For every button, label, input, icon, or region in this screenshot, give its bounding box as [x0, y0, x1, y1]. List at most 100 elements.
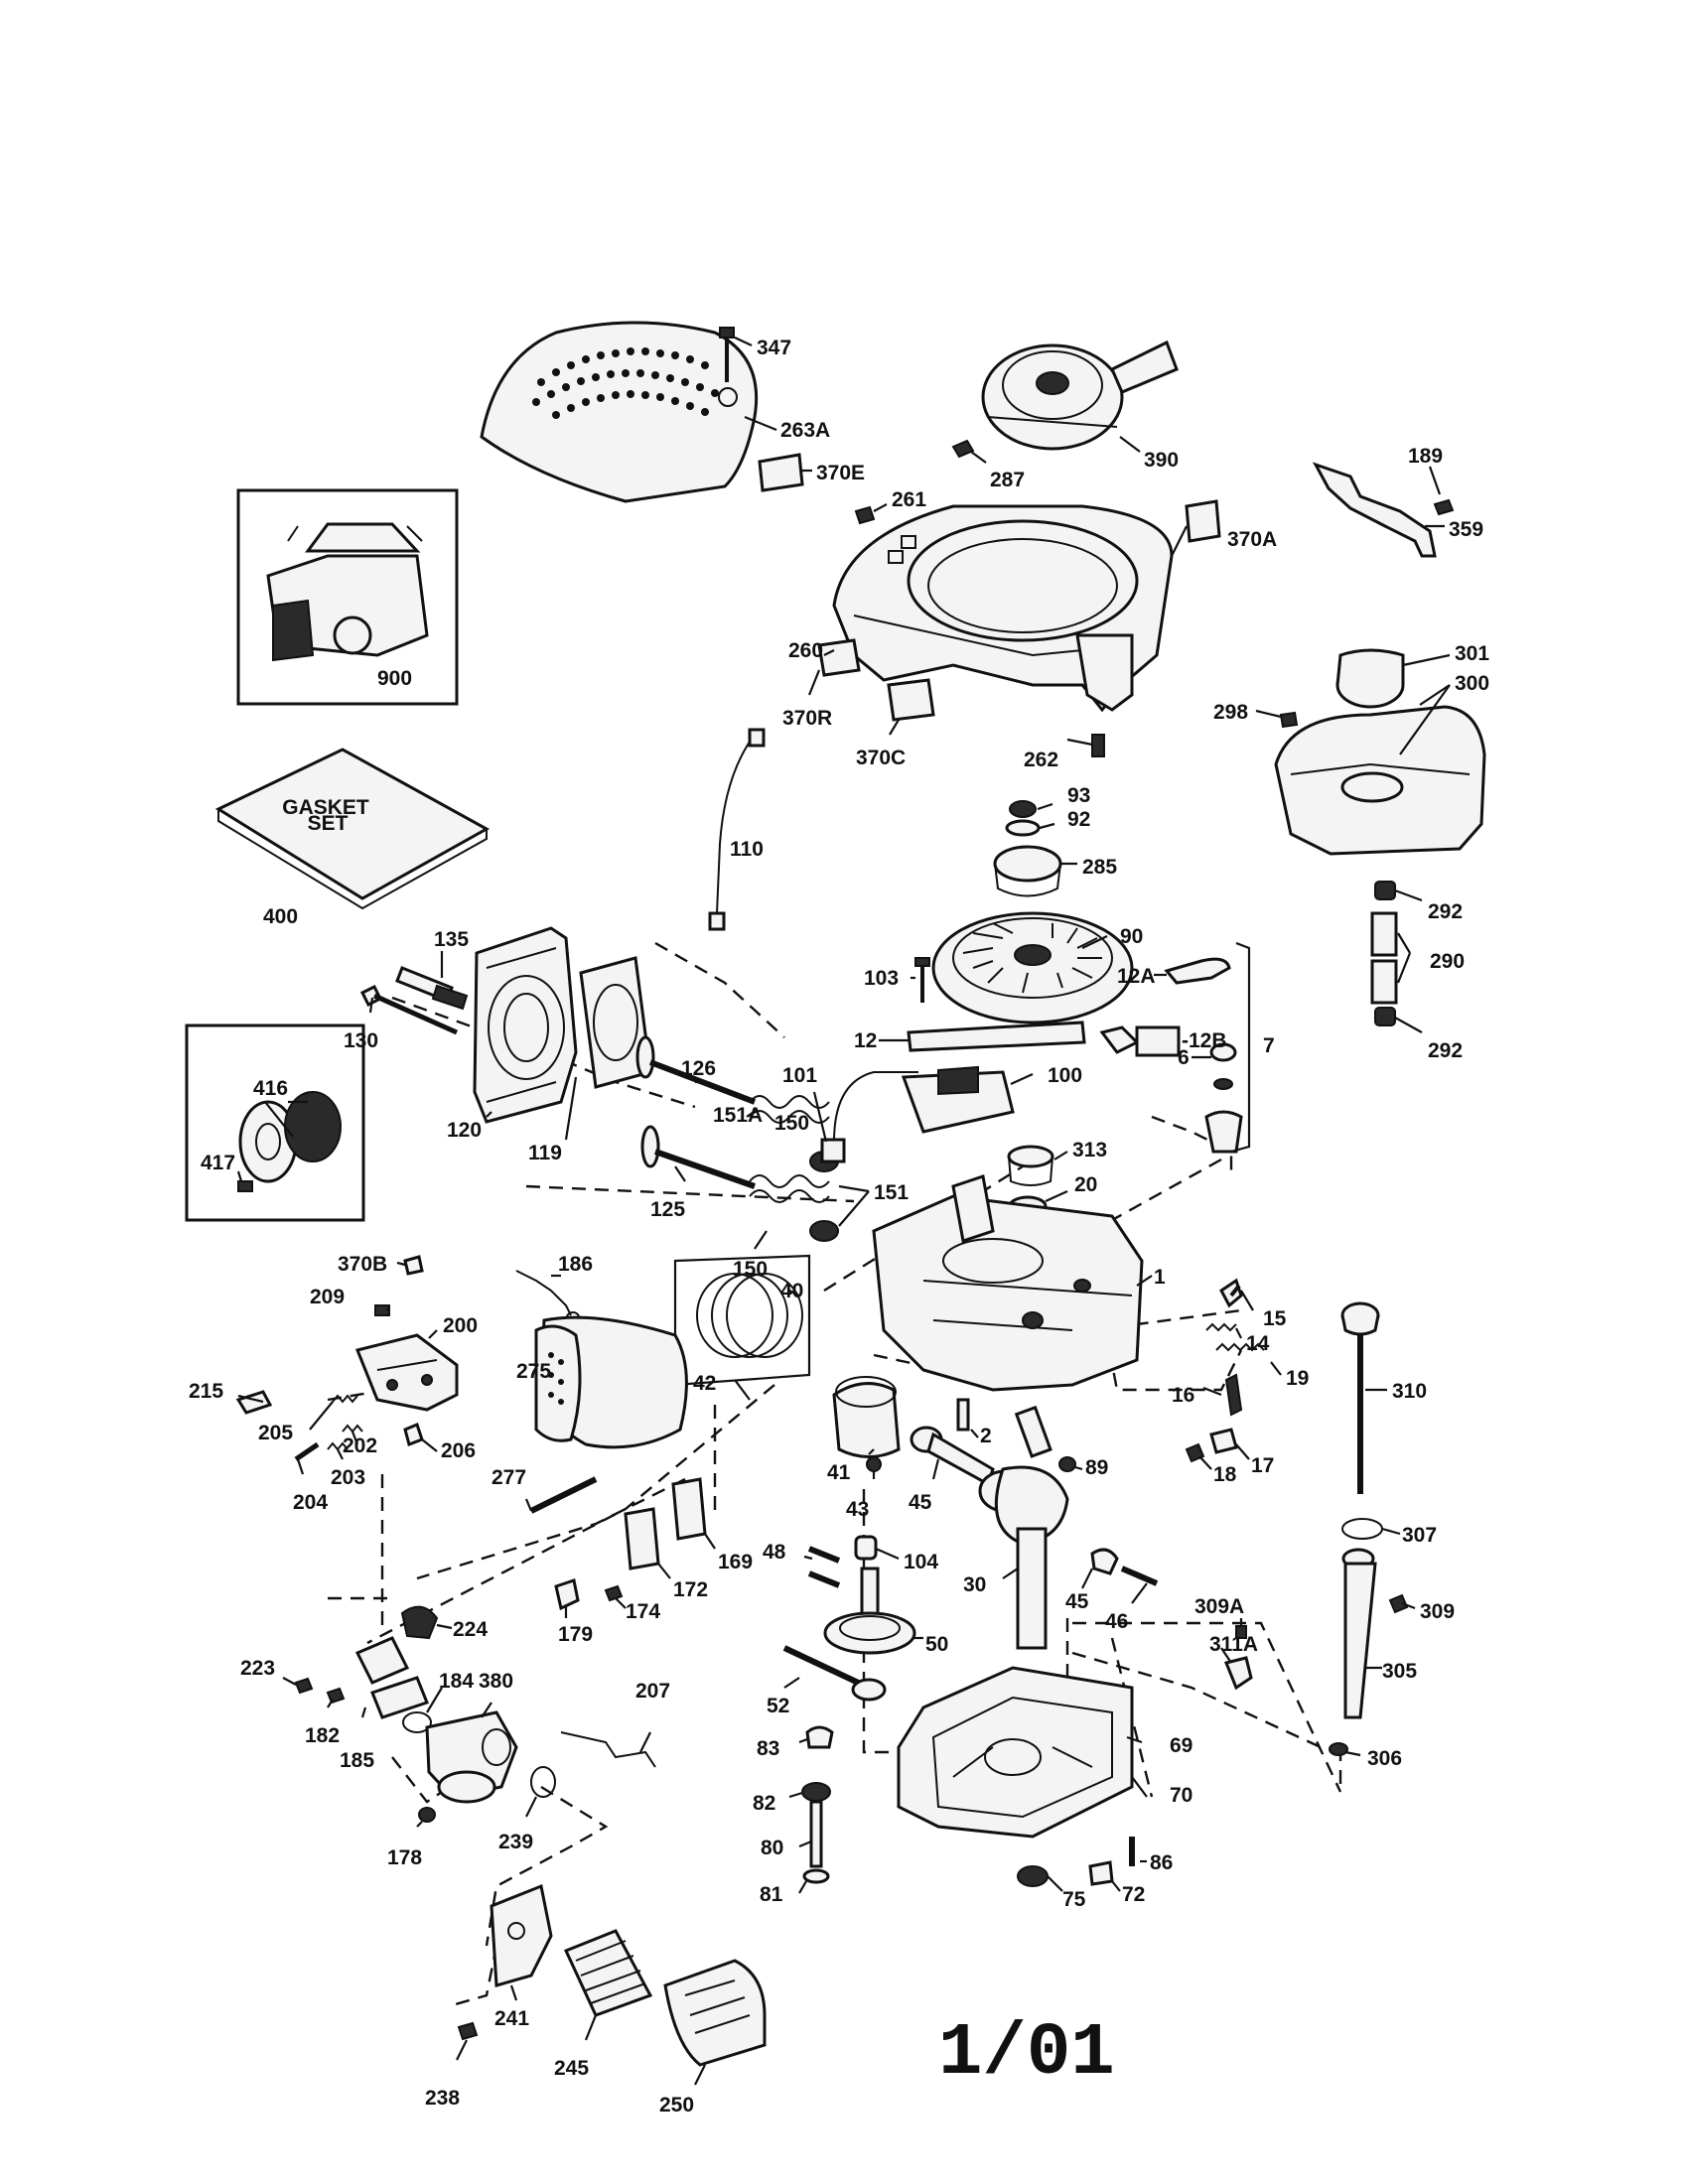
callout-309: 309: [1420, 1600, 1455, 1623]
callout-185: 185: [340, 1749, 374, 1772]
spring-205-shape: [332, 1394, 358, 1404]
fuel-valve-12B-shape: [1099, 1025, 1181, 1057]
callout-89: 89: [1085, 1456, 1108, 1479]
washer-92-shape: [1005, 819, 1041, 837]
callout-306: 306: [1367, 1747, 1402, 1770]
callout-30: 30: [963, 1573, 986, 1596]
part-52-shape: [782, 1645, 887, 1702]
callout-390: 390: [1144, 449, 1179, 472]
callout-307: 307: [1402, 1524, 1437, 1547]
callout-310: 310: [1392, 1380, 1427, 1403]
crankcase-cover-70-shape: [897, 1666, 1134, 1839]
callout-151: 151: [874, 1181, 909, 1204]
callout-labels: 347 263A 370E 390 287 189 359 261 370A 2…: [189, 337, 1489, 2116]
governor-inset-illustration: [237, 1091, 342, 1192]
governor-inset-frame: [185, 1024, 365, 1222]
part-shapes: GASKET SET: [185, 321, 1486, 2067]
callout-178: 178: [387, 1846, 422, 1869]
callout-207: 207: [635, 1680, 670, 1703]
callout-50: 50: [925, 1633, 948, 1656]
callout-202: 202: [343, 1434, 377, 1457]
hose-290-shape-a: [1370, 911, 1398, 957]
callout-48: 48: [763, 1541, 786, 1564]
flywheel-90-shape: [931, 911, 1134, 1024]
callout-150a: 150: [774, 1112, 809, 1135]
valve-125-shape: [640, 1125, 756, 1189]
seal-75-shape: [1017, 1865, 1049, 1887]
callout-380: 380: [479, 1670, 513, 1693]
screw-298-shape: [1279, 711, 1299, 729]
callout-263A: 263A: [780, 419, 830, 442]
callout-298: 298: [1213, 701, 1248, 724]
callout-290: 290: [1430, 950, 1465, 973]
engine-block-1-shape: [872, 1174, 1144, 1392]
callout-120: 120: [447, 1119, 482, 1142]
leader-lines: [236, 337, 1451, 2086]
callout-12A: 12A: [1117, 965, 1156, 988]
callout-92: 92: [1067, 808, 1090, 831]
callout-262: 262: [1024, 749, 1058, 771]
callout-135: 135: [434, 928, 469, 951]
callout-241: 241: [494, 2007, 529, 2030]
label-370R-shape: [817, 638, 861, 677]
group-bracket-7: [1230, 941, 1251, 1154]
callout-250: 250: [659, 2094, 694, 2116]
part-104-shape: [854, 1535, 878, 1561]
link-204-shape: [294, 1441, 320, 1462]
valve-spring-150-upper-shape: [749, 1095, 830, 1124]
callout-275: 275: [516, 1360, 551, 1383]
callout-110: 110: [730, 838, 764, 861]
callout-15: 15: [1263, 1307, 1287, 1330]
callout-277: 277: [491, 1466, 526, 1489]
bracket-311A-shape: [1223, 1656, 1253, 1691]
callout-347: 347: [757, 337, 791, 359]
callout-179: 179: [558, 1623, 593, 1646]
engine-inset-frame: [236, 488, 459, 706]
callout-245: 245: [554, 2057, 589, 2080]
ignition-module-100-shape: [901, 1065, 1015, 1134]
gasket-184-shape: [402, 1711, 432, 1733]
part-83-shape: [805, 1725, 834, 1749]
crankshaft-30-shape: [994, 1405, 1069, 1650]
callout-238: 238: [425, 2087, 460, 2110]
bolt-48-a-shape: [807, 1546, 841, 1564]
callout-169: 169: [718, 1551, 753, 1573]
foam-filter-245-shape: [563, 1929, 653, 2017]
callout-86: 86: [1150, 1851, 1173, 1874]
screw-209-shape: [374, 1304, 390, 1316]
callout-75: 75: [1062, 1888, 1086, 1911]
bracket-179-shape: [554, 1578, 580, 1611]
callout-70: 70: [1170, 1784, 1193, 1807]
callout-370B: 370B: [338, 1253, 387, 1276]
callout-305: 305: [1382, 1660, 1417, 1683]
bracket-359-shape: [1312, 462, 1437, 558]
screw-182-shape: [326, 1687, 346, 1705]
seal-313-shape: [1007, 1145, 1054, 1186]
screw-189-shape: [1433, 498, 1455, 516]
valve-spring-150-lower-shape: [749, 1174, 830, 1203]
wire-110-shape: [716, 734, 756, 914]
gasket-169-shape: [671, 1477, 707, 1541]
callout-18: 18: [1213, 1463, 1237, 1486]
screw-347-shape: [719, 327, 735, 382]
callout-292b: 292: [1428, 1039, 1463, 1062]
carburetor-380-shape: [425, 1710, 518, 1804]
screw-223-shape: [294, 1677, 314, 1695]
callout-119: 119: [528, 1142, 562, 1164]
callout-285: 285: [1082, 856, 1117, 879]
callout-301: 301: [1455, 642, 1489, 665]
callout-12: 12: [854, 1029, 877, 1052]
shaft-80-shape: [809, 1800, 823, 1868]
callout-206: 206: [441, 1439, 476, 1462]
dowel-2-shape: [956, 1398, 970, 1432]
callout-370E: 370E: [816, 462, 865, 484]
gasket-label-line2: SET: [308, 812, 349, 835]
callout-174: 174: [626, 1600, 660, 1623]
part-89-shape: [1058, 1456, 1076, 1472]
callout-200: 200: [443, 1314, 478, 1337]
spring-202-shape: [342, 1424, 363, 1433]
callout-1: 1: [1154, 1266, 1166, 1289]
callout-19: 19: [1286, 1367, 1309, 1390]
engine-inset-illustration: [266, 522, 429, 662]
